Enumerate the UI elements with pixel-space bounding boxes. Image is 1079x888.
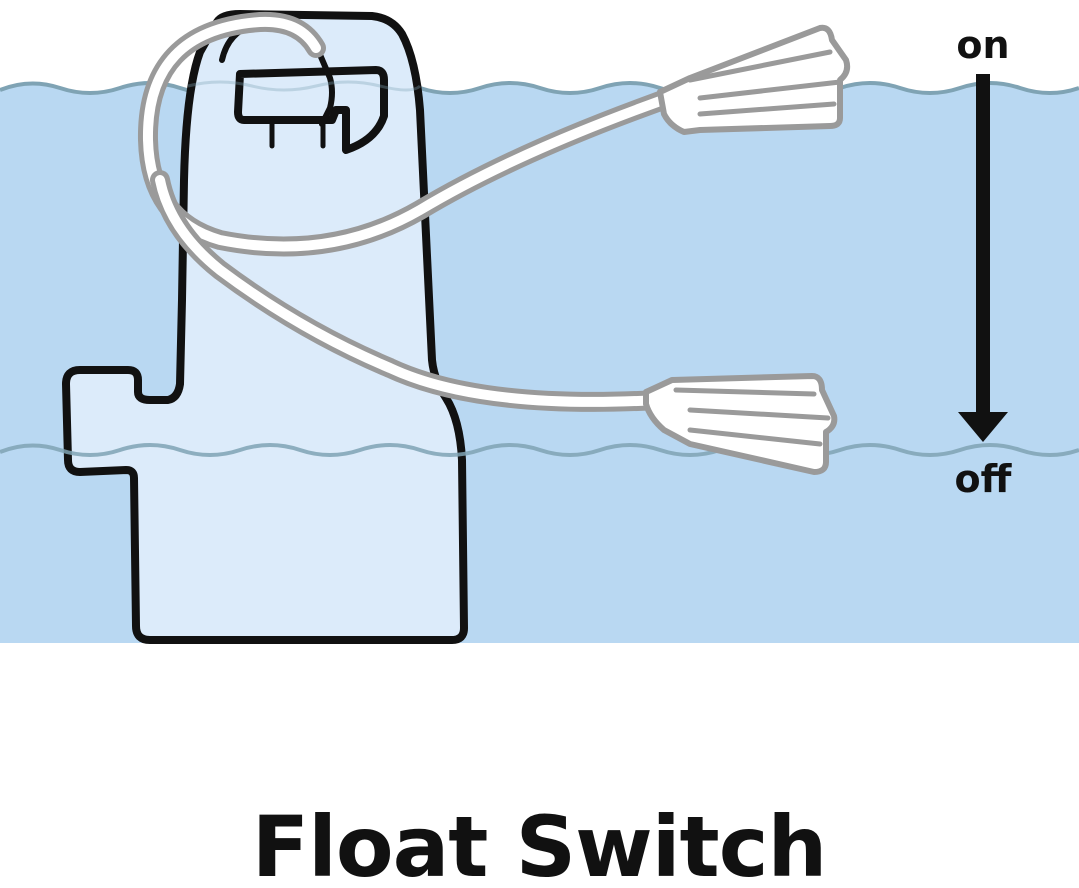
float-switch-on-icon <box>657 24 851 135</box>
diagram-title: Float Switch <box>252 798 827 888</box>
pump-water-line-high <box>187 80 422 92</box>
label-on: on <box>956 23 1009 67</box>
submersible-pump-icon <box>62 10 468 644</box>
arrow-down-icon <box>958 74 1008 442</box>
float-cord <box>137 11 690 412</box>
label-off: off <box>955 457 1013 501</box>
float-switch-off-icon <box>643 373 838 475</box>
water-surface-high <box>0 81 1079 95</box>
water-surface-low <box>0 443 1079 457</box>
